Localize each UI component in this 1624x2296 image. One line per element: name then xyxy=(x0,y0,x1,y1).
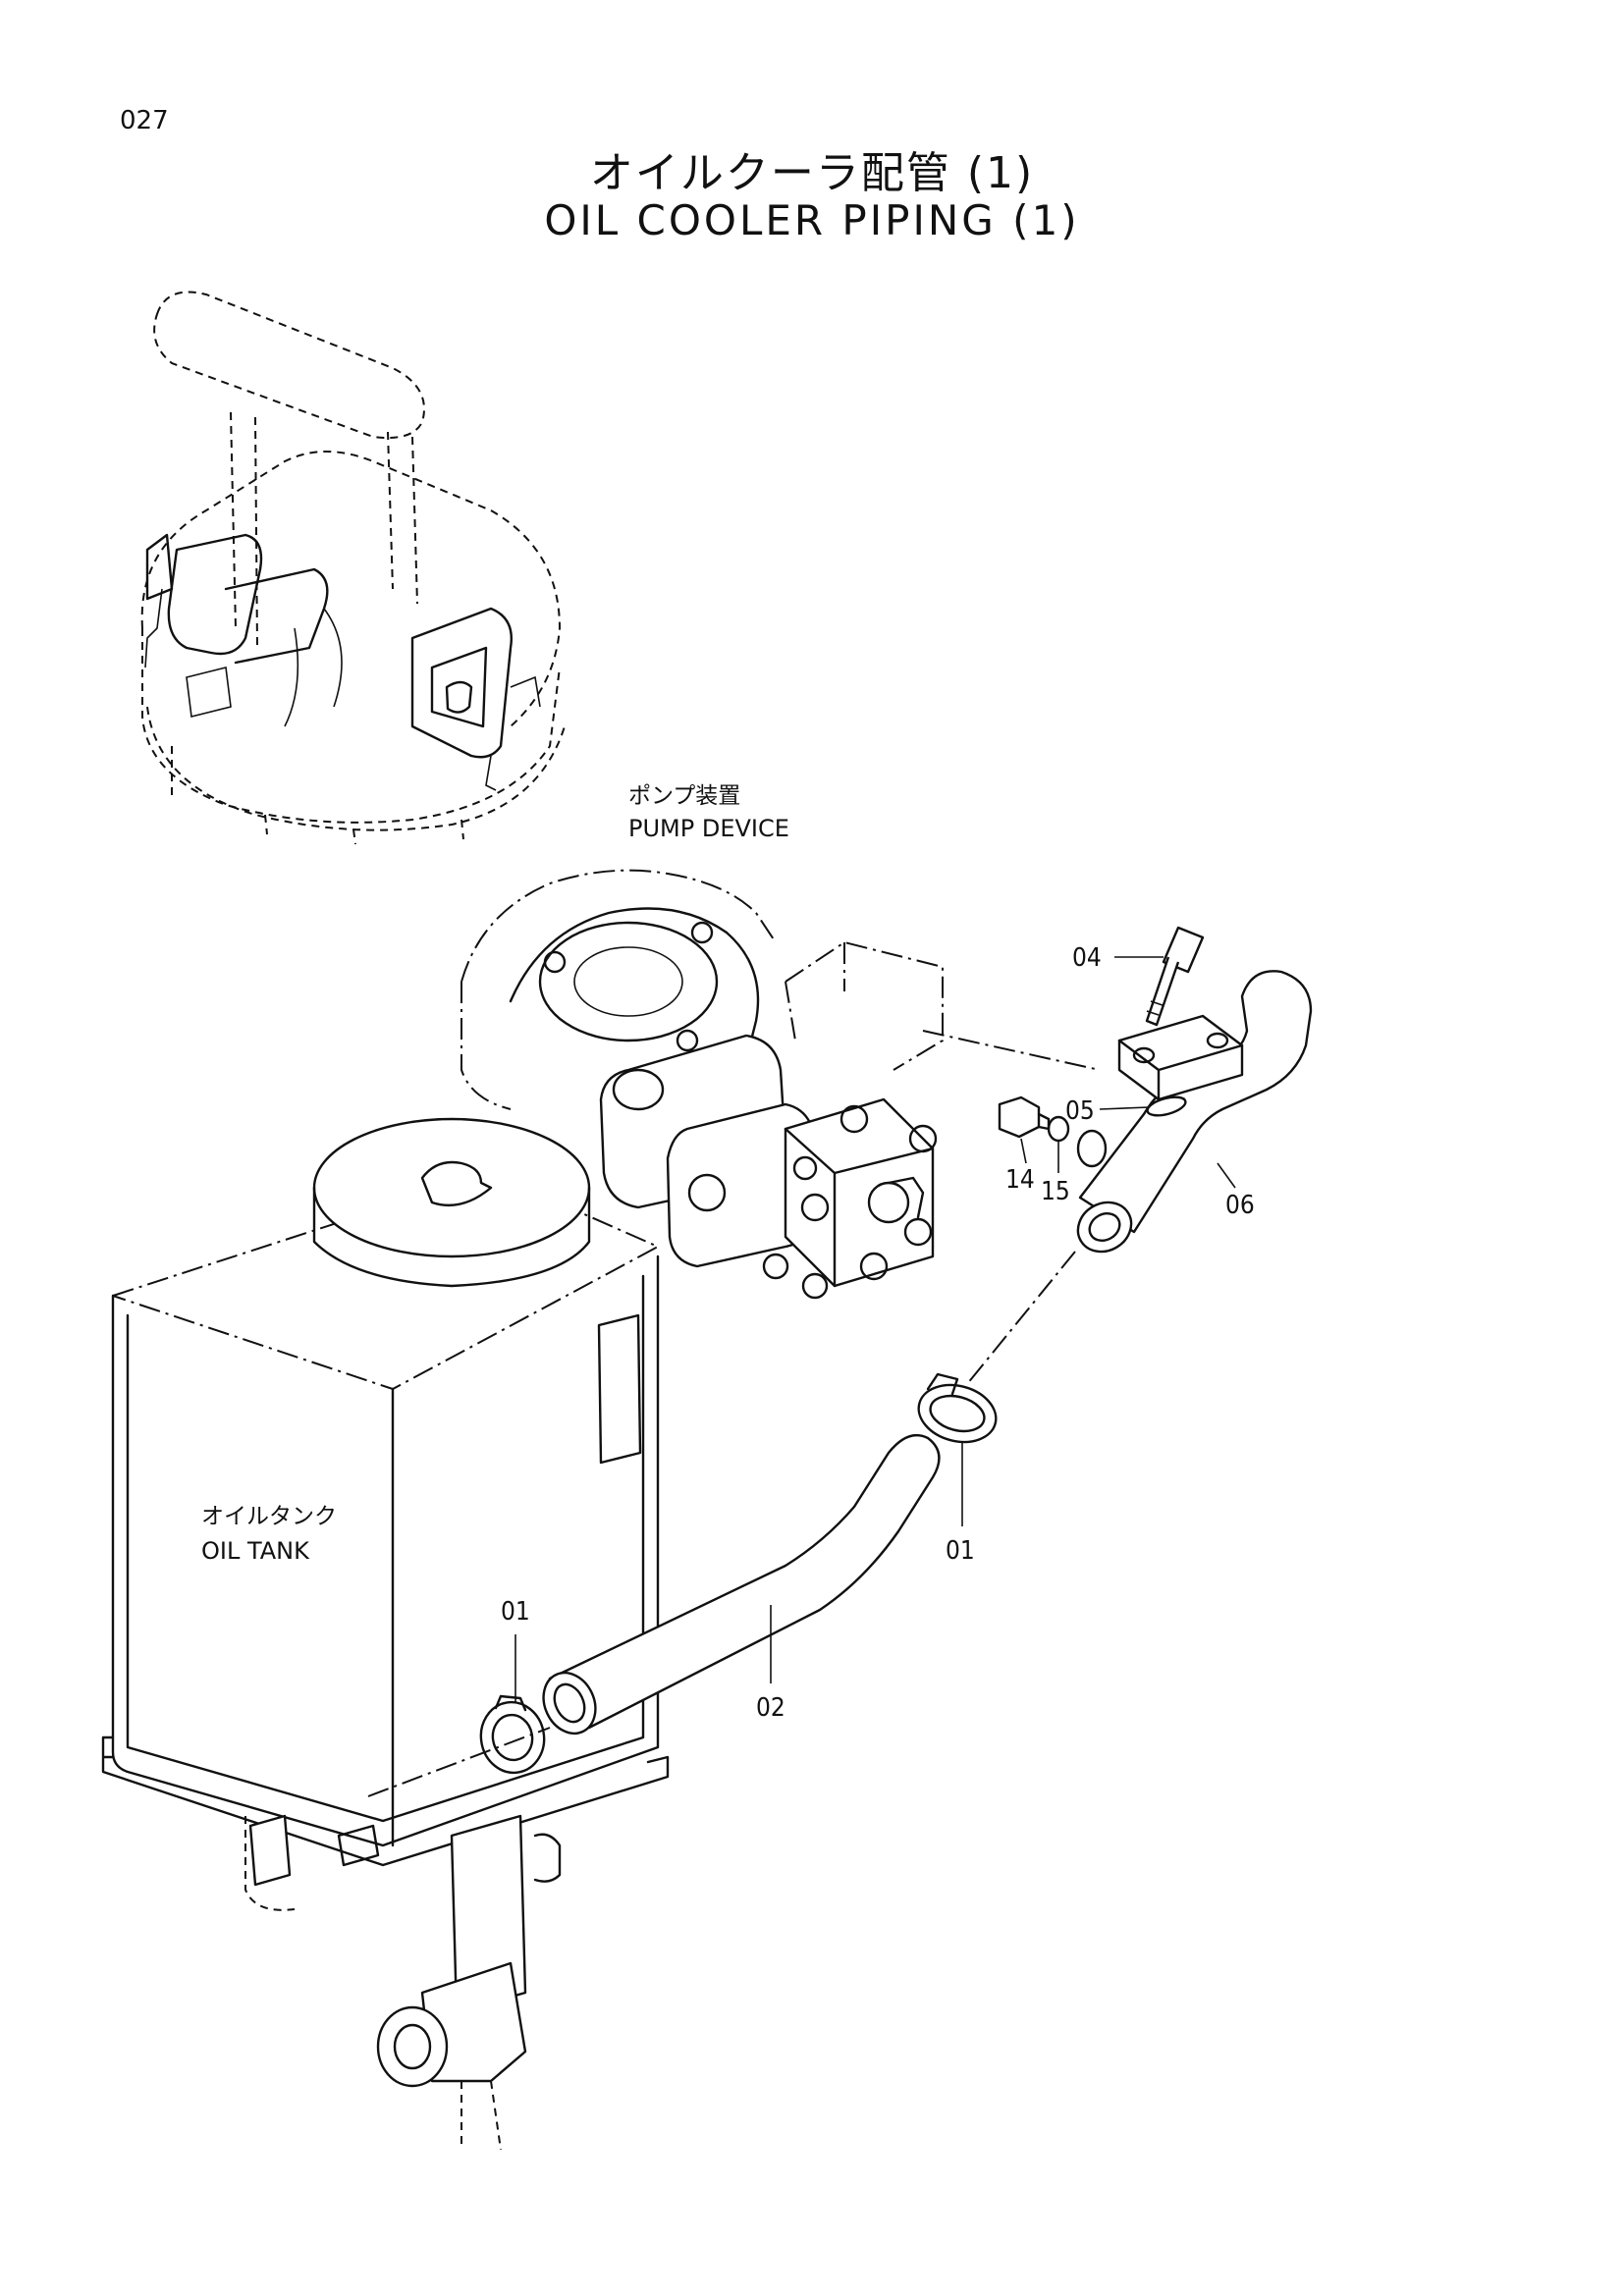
callout-05: 05 xyxy=(1065,1096,1095,1126)
callout-14: 14 xyxy=(1005,1165,1035,1195)
callout-01-left: 01 xyxy=(501,1597,530,1627)
pump-device xyxy=(460,869,1101,1300)
page-number: 027 xyxy=(120,106,169,135)
bolt-04 xyxy=(1145,926,1205,1027)
clamp-01-right xyxy=(917,1372,998,1444)
leader-06 xyxy=(1217,1162,1236,1189)
callout-01-right: 01 xyxy=(946,1536,975,1566)
title-japanese: オイルクーラ配管 (1) xyxy=(589,148,1035,198)
centerline-06-01 xyxy=(966,1251,1076,1385)
leader-14 xyxy=(1020,1138,1027,1164)
machine-overview xyxy=(140,291,566,845)
plug-14 xyxy=(998,1095,1051,1139)
oil-tank xyxy=(101,1117,670,2151)
pump-device-label-jp: ポンプ装置 xyxy=(628,783,740,809)
pump-device-label-en: PUMP DEVICE xyxy=(628,815,789,842)
title-english: OIL COOLER PIPING (1) xyxy=(544,196,1080,244)
callout-15: 15 xyxy=(1041,1177,1070,1206)
pipe-06 xyxy=(1076,970,1313,1254)
oil-tank-label-en: OIL TANK xyxy=(201,1537,310,1565)
oil-tank-label-jp: オイルタンク xyxy=(201,1504,337,1529)
callout-06: 06 xyxy=(1225,1191,1255,1220)
o-ring-05 xyxy=(1146,1095,1187,1117)
centerline-tank-02 xyxy=(367,1727,551,1797)
hose-02 xyxy=(542,1433,941,1735)
leader-05 xyxy=(1099,1106,1150,1110)
clamp-01-left xyxy=(479,1694,546,1775)
callout-02: 02 xyxy=(756,1693,785,1723)
callout-04: 04 xyxy=(1072,943,1102,973)
